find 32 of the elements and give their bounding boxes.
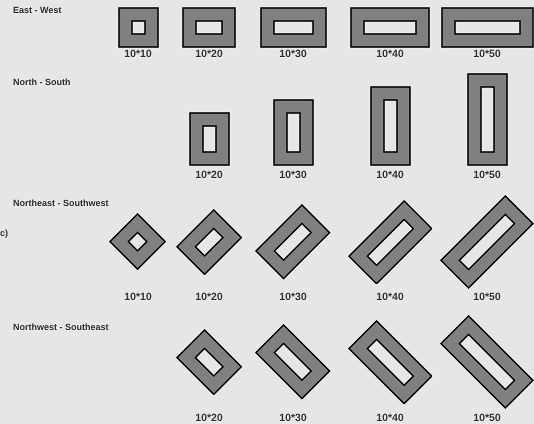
size-label: 10*20 <box>195 412 223 424</box>
size-label: 10*40 <box>376 291 404 303</box>
rectangular-frame <box>260 6 326 48</box>
rectangular-frame <box>118 6 158 48</box>
size-label: 10*50 <box>473 48 501 60</box>
size-label: 10*30 <box>279 48 307 60</box>
size-label: 10*30 <box>279 412 307 424</box>
size-label: 10*30 <box>279 169 307 181</box>
size-label: 10*10 <box>124 291 152 303</box>
row-heading: c) <box>0 228 8 239</box>
rectangular-frame <box>272 99 314 166</box>
size-label: 10*20 <box>195 169 223 181</box>
row-heading: East - West <box>13 5 62 16</box>
rectangular-frame <box>440 6 534 48</box>
row-heading: North - South <box>13 77 70 88</box>
size-label: 10*40 <box>376 169 404 181</box>
size-label: 10*50 <box>473 169 501 181</box>
size-label: 10*10 <box>124 48 152 60</box>
size-label: 10*20 <box>195 48 223 60</box>
rectangular-frame <box>188 112 230 166</box>
rectangular-frame <box>370 86 410 166</box>
size-label: 10*40 <box>376 48 404 60</box>
row-heading: Northeast - Southwest <box>13 198 109 209</box>
size-label: 10*30 <box>279 291 307 303</box>
size-label: 10*20 <box>195 291 223 303</box>
row-heading: Northwest - Southeast <box>13 322 109 333</box>
rectangular-frame <box>466 73 508 166</box>
size-label: 10*50 <box>473 412 501 424</box>
rectangular-frame <box>182 6 236 48</box>
rectangular-frame <box>350 6 430 48</box>
size-label: 10*50 <box>473 291 501 303</box>
size-label: 10*40 <box>376 412 404 424</box>
